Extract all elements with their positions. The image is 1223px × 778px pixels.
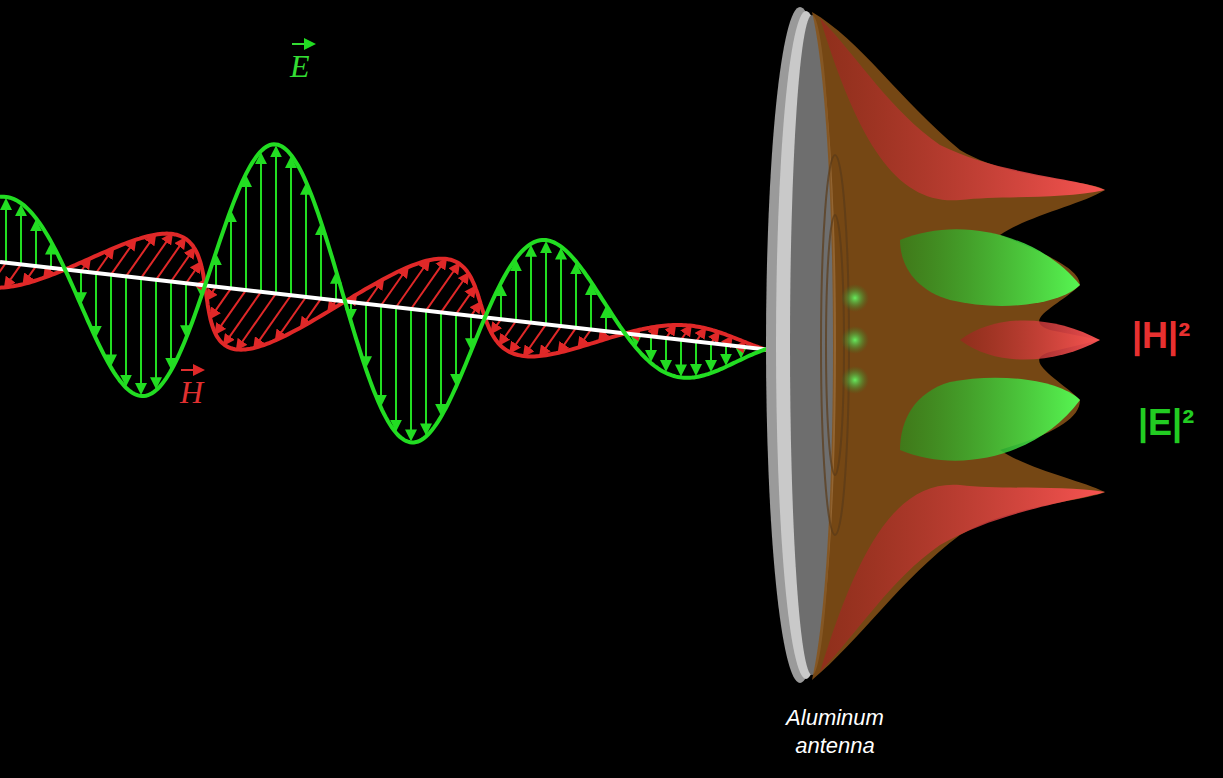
e-vector <box>290 158 292 295</box>
glow-dot <box>841 284 869 312</box>
e-vector <box>725 345 727 364</box>
intensity-label: |E|² <box>1138 405 1194 441</box>
e-vector <box>20 206 22 264</box>
glow-dot <box>841 326 869 354</box>
h-vector <box>156 238 185 279</box>
e-vector <box>395 307 397 429</box>
h-vector <box>210 288 231 318</box>
e-vector <box>530 247 532 323</box>
h-vector <box>441 273 468 312</box>
h-vector <box>510 323 531 353</box>
e-vector <box>170 282 172 368</box>
h-wave <box>0 234 769 357</box>
e-vector <box>695 342 697 375</box>
e-vector <box>95 273 97 336</box>
e-vector <box>410 309 412 439</box>
e-vector <box>110 275 112 365</box>
e-vector <box>545 243 547 324</box>
h-vector <box>681 326 691 340</box>
e-vector <box>560 250 562 327</box>
em-wave <box>0 144 770 442</box>
e-vector <box>710 343 712 370</box>
e-lobe <box>900 378 1080 461</box>
e-vector <box>260 154 262 292</box>
e-vector <box>140 278 142 393</box>
e-vector <box>425 311 427 434</box>
e-vector <box>185 283 187 335</box>
e-vector <box>470 316 472 348</box>
e-vector <box>590 285 592 330</box>
e-vector <box>80 271 82 302</box>
e-vector <box>365 304 367 366</box>
e-vector <box>305 185 307 297</box>
h-vector <box>491 319 501 333</box>
e-vector <box>5 200 7 263</box>
h-vector <box>216 290 246 334</box>
part-name: Aluminum antenna <box>765 704 905 760</box>
e-vector <box>50 245 52 268</box>
e-vector <box>605 308 607 331</box>
intensity-label: |H|² <box>1132 318 1190 354</box>
h-vector <box>500 321 516 344</box>
h-vector <box>186 263 200 284</box>
e-vector <box>380 306 382 405</box>
e-lobe <box>900 229 1080 306</box>
e-vector <box>125 276 127 384</box>
h-lobe <box>960 320 1100 359</box>
propagation-axis <box>0 262 770 350</box>
h-vector <box>426 264 459 311</box>
field-symbol: E <box>290 50 310 82</box>
e-vector <box>230 212 232 288</box>
antenna-ring <box>826 215 844 475</box>
h-vector <box>456 287 475 314</box>
h-vector <box>0 263 6 288</box>
h-vector <box>696 328 705 341</box>
vector-arrow <box>181 369 203 371</box>
vector-arrow <box>292 43 314 45</box>
h-lobe <box>820 485 1105 672</box>
e-vector <box>440 312 442 413</box>
e-vector <box>575 264 577 327</box>
e-vector <box>245 177 247 290</box>
e-vector <box>650 336 652 360</box>
h-vector <box>224 292 261 345</box>
e-vector <box>515 261 517 321</box>
h-vector <box>411 259 446 309</box>
e-vector <box>665 338 667 370</box>
e-vector <box>320 225 322 299</box>
e-vector <box>500 286 502 319</box>
intensity-lobe <box>812 12 1105 680</box>
e-vector <box>680 340 682 375</box>
h-lobe <box>820 18 1105 200</box>
h-vector <box>141 234 172 278</box>
e-vector <box>455 314 457 384</box>
e-vector <box>275 147 277 293</box>
e-wave <box>0 144 770 442</box>
glow-dot <box>841 366 869 394</box>
e-vector <box>35 221 37 266</box>
e-vector <box>155 280 157 387</box>
field-symbol: H <box>180 376 203 408</box>
